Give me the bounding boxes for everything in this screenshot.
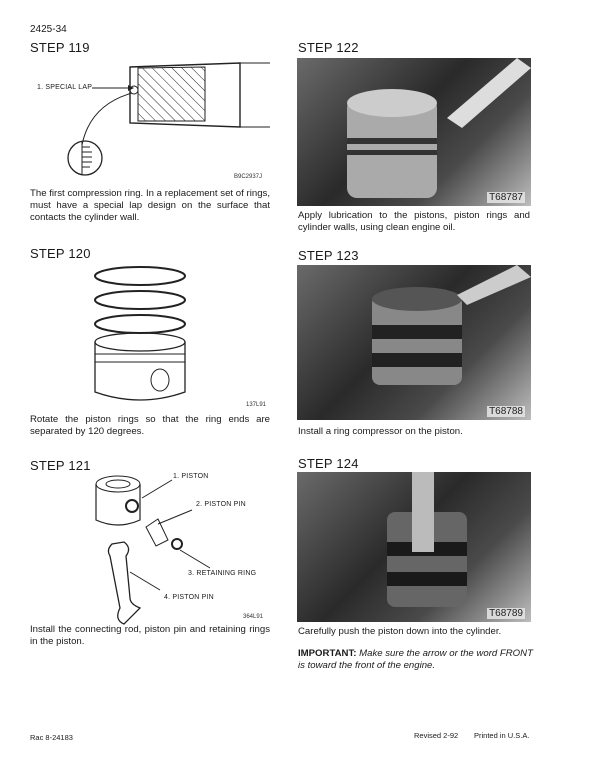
footer-revised: Revised 2-92 (414, 731, 459, 740)
step-119-title: STEP 119 (30, 40, 90, 55)
piston-rings-diagram (94, 266, 186, 401)
step-123-photo: T68788 (297, 265, 531, 420)
step-119-text: The first compression ring. In a replace… (30, 188, 270, 223)
callout-retaining-ring: 3. RETAINING RING (188, 570, 257, 577)
step-122-text: Apply lubrication to the pistons, piston… (298, 210, 530, 233)
step-122-photo: T68787 (297, 58, 531, 206)
photo-code: T68789 (487, 608, 525, 619)
callout-piston-pin: 2. PISTON PIN (196, 501, 246, 508)
special-lap-label: 1. SPECIAL LAP (37, 84, 93, 91)
callout-piston-pin-4: 4. PISTON PIN (164, 594, 214, 601)
figure-code: 364L91 (243, 614, 264, 620)
step-123-text: Install a ring compressor on the piston. (298, 426, 463, 437)
step-124-photo: T68789 (297, 472, 531, 622)
step-120-text: Rotate the piston rings so that the ring… (30, 414, 270, 437)
step-123-title: STEP 123 (298, 248, 359, 263)
callout-piston: 1. PISTON (173, 473, 209, 480)
photo-code: T68788 (487, 406, 525, 417)
footer-doc-number: Rac 8-24183 (30, 733, 73, 742)
step-121-title: STEP 121 (30, 458, 91, 473)
piston-assembly-diagram (95, 475, 211, 625)
special-lap-diagram (67, 62, 270, 176)
step-121-text: Install the connecting rod, piston pin a… (30, 624, 270, 647)
step-122-title: STEP 122 (298, 40, 359, 55)
important-label: IMPORTANT: (298, 648, 357, 659)
step-124-text: Carefully push the piston down into the … (298, 626, 502, 637)
step-124-title: STEP 124 (298, 456, 359, 471)
footer-printed: Printed in U.S.A. (474, 731, 530, 740)
step-120-title: STEP 120 (30, 246, 91, 261)
figure-code: B9C2937J (234, 174, 263, 180)
page-number: 2425-34 (30, 24, 67, 35)
important-text: Make sure the arrow or the word FRONT is… (298, 648, 533, 671)
important-note: IMPORTANT: Make sure the arrow or the wo… (298, 648, 534, 672)
figure-code: 137L91 (246, 402, 267, 408)
photo-code: T68787 (487, 192, 525, 203)
